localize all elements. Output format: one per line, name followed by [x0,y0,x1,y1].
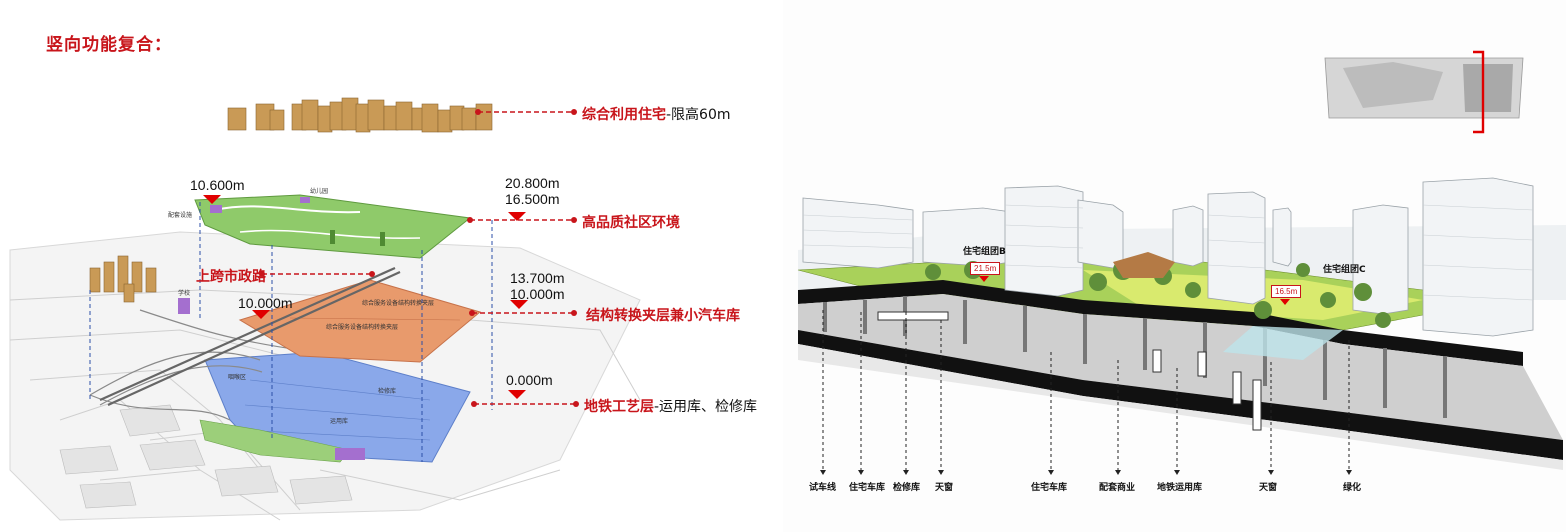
left-diagram-panel: 竖向功能复合： 10.600m 20.800m 16.500m 13.700m … [9,35,758,521]
purple-facility-block [335,448,365,460]
small-transfer-2: 综合服务设备结构转换夹层 [326,324,399,331]
label-group-c: 住宅组团C [1323,265,1366,275]
housing-blocks [89,97,493,303]
pavilion-roof [1113,252,1175,278]
leader-lines [262,111,576,405]
small-facility: 配套设施 [168,212,193,219]
label-housing: 综合利用住宅-限高60m [582,104,731,124]
bottom-label-inspection-depot: 检修库 [893,483,921,493]
bottom-label-test-track: 试车线 [809,483,837,493]
height-marker-c [1280,299,1290,305]
elevation-16500: 16.500m [505,191,560,207]
label-metro-sub: -运用库、检修库 [654,399,758,415]
small-throat: 咽喉区 [228,374,247,381]
platform-green-strip [199,419,351,463]
transfer-layer [238,279,482,363]
key-map [1324,50,1524,134]
elevation-markers [203,195,528,399]
section-leader-arrows [820,470,1352,475]
height-tag-c: 16.5m [1271,285,1302,298]
skylight-glass [1223,326,1343,360]
leader-dots [259,109,579,407]
label-group-b: 住宅组团B [963,247,1006,257]
school-block [178,298,190,314]
small-transfer-1: 综合服务设备结构转换夹层 [362,300,435,307]
height-marker-b [979,276,989,282]
right-section-perspective [797,50,1566,475]
bottom-label-metro-depot: 地铁运用库 [1157,483,1203,493]
residential-towers [802,177,1534,337]
bottom-label-skylight-1: 天窗 [935,483,954,493]
page-title: 竖向功能复合： [46,35,172,55]
section-leader-lines [822,310,1350,470]
elevation-10000-right: 10.000m [510,286,565,302]
label-road: 上跨市政路 [196,269,266,285]
elevation-20800: 20.800m [505,175,560,191]
label-metro: 地铁工艺层-运用库、检修库 [584,396,757,416]
elevation-10000-left: 10.000m [238,295,293,311]
label-housing-main: 综合利用住宅 [582,107,666,123]
right-section-panel: 住宅组团B 住宅组团C 21.5m 16.5m 试车线 住宅车库 检修库 天窗 … [783,0,1566,532]
height-tag-b: 21.5m [970,262,1001,275]
tower-floor-lines [802,204,1534,301]
bottom-label-greening: 绿化 [1343,483,1362,493]
bottom-label-commercial: 配套商业 [1099,483,1136,493]
bottom-label-housing-garage-2: 住宅车库 [1031,483,1068,493]
elevation-13700: 13.700m [510,270,565,286]
label-community: 高品质社区环境 [582,215,680,231]
elevation-0000: 0.000m [506,372,553,388]
left-exploded-axonometric [9,97,641,521]
base-parcels [59,404,353,509]
road-bridge [99,266,401,407]
small-kindergarten: 幼儿园 [310,188,329,195]
label-metro-main: 地铁工艺层 [584,399,654,415]
bottom-label-housing-garage-1: 住宅车库 [849,483,886,493]
elevation-10600: 10.600m [190,177,245,193]
metro-trains [877,311,1262,431]
label-transfer: 结构转换夹层兼小汽车库 [586,308,740,324]
deck-structure [798,280,1563,470]
deck-columns [823,296,1447,418]
small-school: 学校 [178,290,191,297]
community-green-layer [194,194,472,259]
bottom-label-skylight-2: 天窗 [1259,483,1278,493]
projection-lines [89,202,493,462]
label-housing-sub: -限高60m [666,107,731,123]
small-inspection: 检修库 [378,388,397,395]
small-operation: 运用库 [330,418,349,425]
